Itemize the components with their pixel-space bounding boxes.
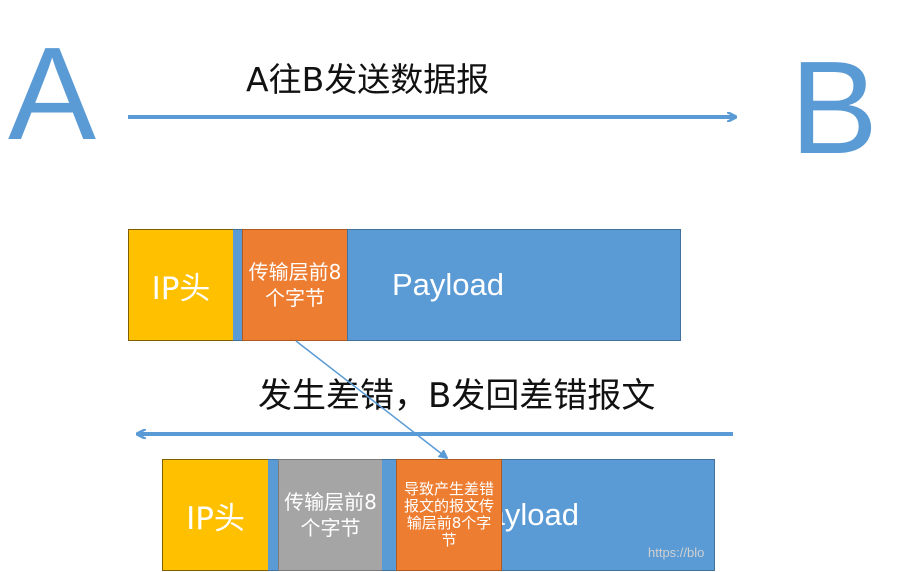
bottom-gap-segment <box>382 459 397 571</box>
top-ip-header-tail <box>233 229 243 341</box>
bottom-ip-header-label: IP头 <box>186 500 245 537</box>
bottom-transport-first8-segment: 传输层前8个字节 <box>278 459 383 571</box>
watermark-text: https://blo <box>648 545 705 560</box>
top-payload-segment: Payload <box>347 229 681 341</box>
top-ip-header-label: IP头 <box>151 270 211 307</box>
top-ip-header-segment: IP头 <box>128 229 234 341</box>
bottom-transport-first8-label: 传输层前8个字节 <box>284 490 377 540</box>
forward-caption: A往B发送数据报 <box>246 60 490 99</box>
bottom-ip-header-segment: IP头 <box>162 459 269 571</box>
bottom-ip-header-tail <box>268 459 279 571</box>
bottom-error-causing-segment: 导致产生差错报文的报文传输层前8个字节 <box>396 459 502 571</box>
bottom-error-causing-label: 导致产生差错报文的报文传输层前8个字节 <box>403 480 494 549</box>
return-caption: 发生差错，B发回差错报文 <box>258 376 656 416</box>
top-payload-label: Payload <box>392 267 505 302</box>
top-transport-first8-label: 传输层前8个字节 <box>248 260 342 310</box>
endpoint-a-label: A <box>8 20 96 167</box>
top-transport-first8-segment: 传输层前8个字节 <box>242 229 348 341</box>
copy-pointer-arrow <box>295 340 447 458</box>
endpoint-b-label: B <box>790 34 878 181</box>
